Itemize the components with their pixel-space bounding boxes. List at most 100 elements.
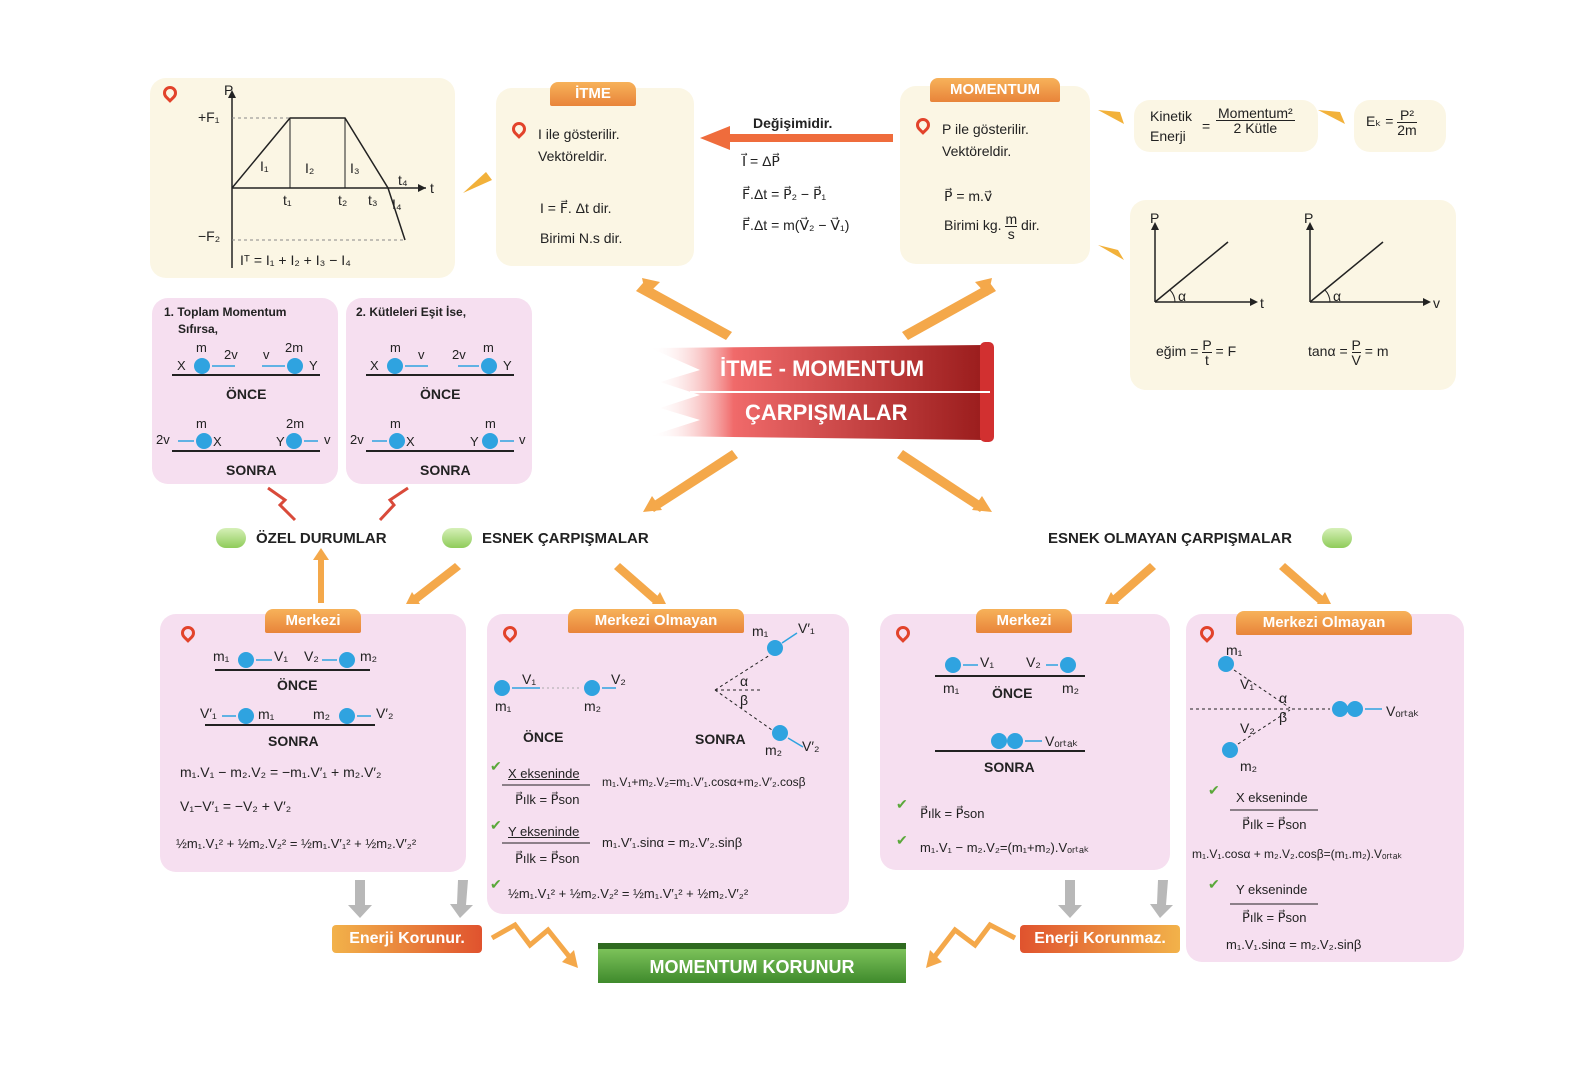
change-eq2: F⃗.Δt = P⃗₂ − P⃗₁ <box>742 186 827 202</box>
eo-beta: β <box>740 692 749 708</box>
ec-v1: V₁ <box>274 648 289 664</box>
elastic-central-panel <box>160 614 466 872</box>
eo-m1: m₁ <box>495 698 512 714</box>
energy-kept-label: Enerji Korunur. <box>332 925 482 953</box>
banner-title-line2: ÇARPIŞMALAR <box>745 400 908 425</box>
case2-top-m2: m <box>483 340 494 355</box>
case2-title: 2. Kütleleri Eşit İse, <box>356 305 467 319</box>
change-eq1: I⃗ = ΔP⃗ <box>742 153 780 169</box>
ec-v2: V₂ <box>304 648 319 664</box>
graph1-alpha: α <box>1178 288 1187 304</box>
eo-v1p: V′₁ <box>798 620 815 636</box>
case1-top-y: Y <box>309 358 318 373</box>
ec-v2p: V′₂ <box>376 705 394 721</box>
eo-m2: m₂ <box>584 698 602 714</box>
tan-pre: tanα = <box>1308 343 1348 360</box>
slope-pre: eğim = <box>1156 343 1199 360</box>
case1-sonra: SONRA <box>226 462 277 478</box>
check-icon: ✔ <box>1208 876 1220 892</box>
case2-top-x: X <box>370 358 379 373</box>
ec-eq3: ½m₁.V₁² + ½m₂.V₂² = ½m₁.V′₁² + ½m₂.V′₂² <box>176 836 417 851</box>
ec-eq1: m₁.V₁ − m₂.V₂ = −m₁.V′₁ + m₂.V′₂ <box>180 764 382 780</box>
p-axis-label: P <box>224 82 234 98</box>
io-v1: V₁ <box>1240 676 1255 692</box>
io-p-eq-2: P⃗ılk = P⃗son <box>1242 910 1307 925</box>
momentum-tab: MOMENTUM <box>930 78 1060 102</box>
eo-v1: V₁ <box>522 671 537 687</box>
ic-v1: V₁ <box>980 654 995 670</box>
ec-v1p: V′₁ <box>200 705 217 721</box>
graphs-panel <box>1130 200 1456 390</box>
io-y-axis: Y ekseninde <box>1236 882 1308 897</box>
ec-m2-after: m₂ <box>313 706 331 722</box>
case2-bottom-v: v <box>519 432 526 447</box>
io-beta: β <box>1279 709 1288 725</box>
eo-sonra: SONRA <box>695 731 746 747</box>
special-case-1-panel <box>152 298 338 484</box>
tick-t2: t₂ <box>338 192 348 208</box>
kinetic-label2: Enerji <box>1150 128 1186 144</box>
io-p-eq-1: P⃗ılk = P⃗son <box>1242 817 1307 832</box>
ec-eq2: V₁−V′₁ = −V₂ + V′₂ <box>180 798 292 814</box>
itme-tab: İTME <box>550 82 636 106</box>
io-x-eq: m₁.V₁.cosα + m₂.V₂.cosβ=(m₁.m₂).Vₒᵣₜₐₖ <box>1192 847 1403 861</box>
ec-once: ÖNCE <box>277 677 318 693</box>
elastic-oblique-tab: Merkezi Olmayan <box>568 609 744 633</box>
io-m2: m₂ <box>1240 758 1258 774</box>
eo-p-eq-1: P⃗ılk = P⃗son <box>515 792 580 807</box>
momentum-kept-banner: MOMENTUM KORUNUR <box>598 943 906 983</box>
case2-bottom-2v: 2v <box>350 432 364 447</box>
kinetic-label1: Kinetik <box>1150 108 1193 124</box>
check-icon: ✔ <box>896 832 908 848</box>
tick-t1: t₁ <box>283 192 292 208</box>
impulse-graph-panel <box>150 78 455 278</box>
eo-x-axis: X ekseninde <box>508 766 580 781</box>
case1-top-2m: 2m <box>285 340 304 355</box>
itme-line2: Vektöreldir. <box>538 148 608 164</box>
ic-m2: m₂ <box>1062 680 1080 696</box>
ic-eq: m₁.V₁ − m₂.V₂=(m₁+m₂).Vₒᵣₜₐₖ <box>920 840 1090 855</box>
case2-bottom-y: Y <box>470 434 479 449</box>
tick-t4: t₄ <box>398 172 408 188</box>
momentum-panel <box>900 86 1090 264</box>
case1-once: ÖNCE <box>226 386 267 402</box>
check-icon: ✔ <box>896 796 908 812</box>
energy-not-kept-label: Enerji Korunmaz. <box>1020 925 1180 953</box>
area-i4: I₄ <box>392 196 402 212</box>
graph1-t: t <box>1260 295 1264 311</box>
case2-top-2v: 2v <box>452 347 466 362</box>
ozel-durumlar-label: ÖZEL DURUMLAR <box>256 530 387 547</box>
io-y-eq: m₁.V₁.sinα = m₂.V₂.sinβ <box>1226 937 1362 952</box>
case2-top-m: m <box>390 340 401 355</box>
graph1-p: P <box>1150 210 1160 226</box>
graph2-p: P <box>1304 210 1314 226</box>
case2-bottom-m2: m <box>485 416 496 431</box>
case1-top-2v: 2v <box>224 347 238 362</box>
momentum-unit-post: dir. <box>1021 217 1040 234</box>
case1-bottom-2m: 2m <box>286 416 305 431</box>
momentum-line2: Vektöreldir. <box>942 143 1012 159</box>
impulse-total-formula: Iᵀ = I₁ + I₂ + I₃ − I₄ <box>240 252 351 268</box>
ek-panel <box>1354 100 1446 152</box>
eo-energy-eq: ½m₁.V₁² + ½m₂.V₂² = ½m₁.V′₁² + ½m₂.V′₂² <box>508 886 749 901</box>
io-vortak: Vₒᵣₜₐₖ <box>1386 703 1420 719</box>
eo-p-eq-2: P⃗ılk = P⃗son <box>515 851 580 866</box>
ek-num: P² <box>1397 108 1417 123</box>
momentum-unit-pre: Birimi kg. <box>944 217 1002 234</box>
case1-top-m: m <box>196 340 207 355</box>
special-case-2-panel <box>346 298 532 484</box>
case2-sonra: SONRA <box>420 462 471 478</box>
case1-bottom-y: Y <box>276 434 285 449</box>
eo-alpha: α <box>740 673 749 689</box>
banner-title-line1: İTME - MOMENTUM <box>720 356 925 381</box>
area-i1: I₁ <box>260 158 269 174</box>
